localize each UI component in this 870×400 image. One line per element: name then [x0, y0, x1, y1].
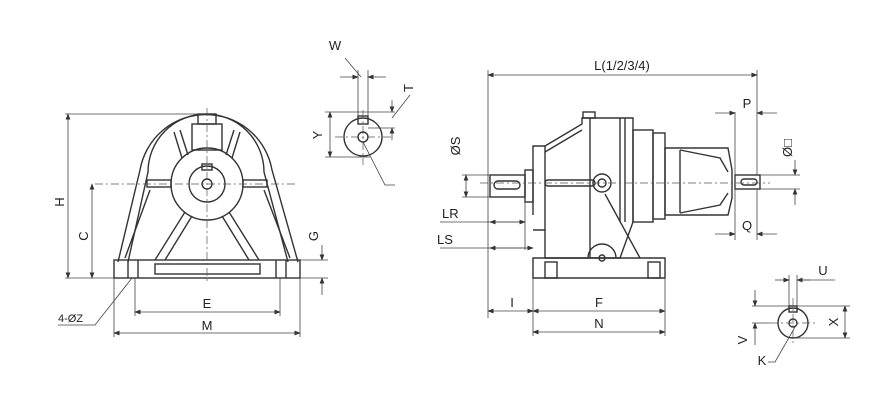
- dim-label-T: T: [401, 84, 416, 92]
- shaft-key-section-top: W T Y: [310, 38, 416, 186]
- dim-label-P: P: [743, 96, 752, 111]
- dim-label-F: F: [595, 295, 603, 310]
- dim-label-L: L(1/2/3/4): [594, 58, 650, 73]
- side-view: L(1/2/3/4) P ØS Ø□ LR LS Q I F N: [437, 58, 800, 336]
- dim-label-I: I: [510, 295, 514, 310]
- dim-label-S: ØS: [448, 136, 463, 155]
- dim-label-4-Z: 4-ØZ: [58, 313, 83, 325]
- dim-label-H: H: [52, 197, 67, 206]
- dim-label-LS: LS: [437, 232, 453, 247]
- dim-label-C: C: [76, 231, 91, 240]
- dim-label-Y: Y: [310, 130, 325, 139]
- dim-label-E: E: [203, 296, 212, 311]
- dim-label-N: N: [594, 316, 603, 331]
- dim-label-X: X: [826, 317, 841, 326]
- dim-label-G: G: [306, 231, 321, 241]
- dim-label-M: M: [202, 318, 213, 333]
- front-view: H C G E M 4-ØZ: [52, 108, 328, 337]
- shaft-key-section-bottom: U X V K: [735, 263, 850, 368]
- dim-label-V: V: [735, 335, 750, 344]
- dim-label-K: K: [758, 353, 767, 368]
- dim-label-U: U: [818, 263, 827, 278]
- dim-label-W: W: [329, 38, 342, 53]
- dim-label-LR: LR: [442, 206, 459, 221]
- dim-label-square-diameter: Ø□: [780, 139, 795, 157]
- dim-label-Q: Q: [742, 218, 752, 233]
